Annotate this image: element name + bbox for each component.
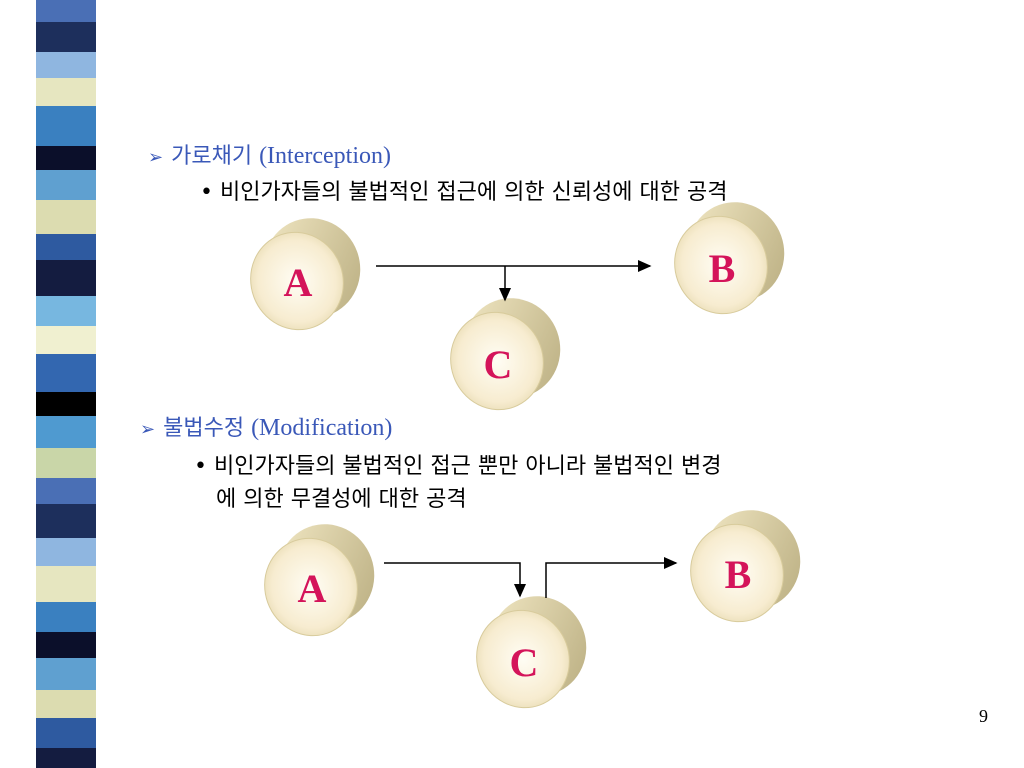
arrow-bullet-icon: ➢ [148,147,164,168]
node-a-label: A [298,566,327,611]
stripe-band [36,478,96,504]
section-2-heading-en: (Modification) [251,415,393,441]
section-1-bullet: • 비인가자들의 불법적인 접근에 의한 신뢰성에 대한 공격 [200,176,727,209]
stripe-band [36,566,96,602]
stripe-band [36,52,96,78]
section-2-bullet-line-1: 비인가자들의 불법적인 접근 뿐만 아니라 불법적인 변경 [214,454,722,479]
arrow-bullet-icon: ➢ [140,419,156,440]
stripe-band [36,296,96,326]
stripe-band [36,106,96,146]
node-c-label: C [484,342,513,387]
stripe-band [36,354,96,392]
stripe-band [36,260,96,296]
node-a-cylinder: A [250,218,361,331]
section-2-bullet-line-2: 에 의한 무결성에 대한 공격 [216,487,467,512]
stripe-band [36,0,96,22]
stripe-band [36,748,96,768]
stripe-band [36,658,96,690]
section-1-bullet-text: 비인가자들의 불법적인 접근에 의한 신뢰성에 대한 공격 [220,180,728,205]
stripe-band [36,448,96,478]
section-1-heading: ➢ 가로채기 (Interception) [148,138,391,170]
stripe-band [36,690,96,718]
section-1-heading-en: (Interception) [259,143,391,169]
section-2-heading-ko: 불법수정 [163,416,245,441]
node-a-cylinder: A [264,524,375,637]
stripe-band [36,504,96,538]
arrow-a-to-c [384,562,526,598]
node-c-cylinder: C [476,596,587,709]
stripe-band [36,234,96,260]
node-c-cylinder: C [450,298,561,411]
section-1-heading-ko: 가로채기 [171,144,253,169]
section-2-heading: ➢ 불법수정 (Modification) [140,410,392,442]
stripe-band [36,170,96,200]
stripe-band [36,632,96,658]
stripe-band [36,538,96,566]
node-a-label: A [284,260,313,305]
node-c-label: C [510,640,539,685]
arrow-c-to-b [545,557,678,598]
stripe-band [36,416,96,448]
bullet-dot-icon: • [194,454,207,479]
node-b-label: B [709,246,736,291]
stripe-band [36,78,96,106]
stripe-band [36,392,96,416]
node-b-cylinder: B [674,202,785,315]
stripe-band [36,146,96,170]
stripe-band [36,718,96,748]
decorative-stripe [0,0,120,768]
stripe-band [36,326,96,354]
stripe-band [36,200,96,234]
stripe-band [36,602,96,632]
page-number: 9 [979,706,988,726]
stripe-band [36,22,96,52]
bullet-dot-icon: • [200,180,213,205]
section-2-bullet: • 비인가자들의 불법적인 접근 뿐만 아니라 불법적인 변경 에 의한 무결성에… [194,450,721,516]
node-b-label: B [725,552,752,597]
node-b-cylinder: B [690,510,801,623]
